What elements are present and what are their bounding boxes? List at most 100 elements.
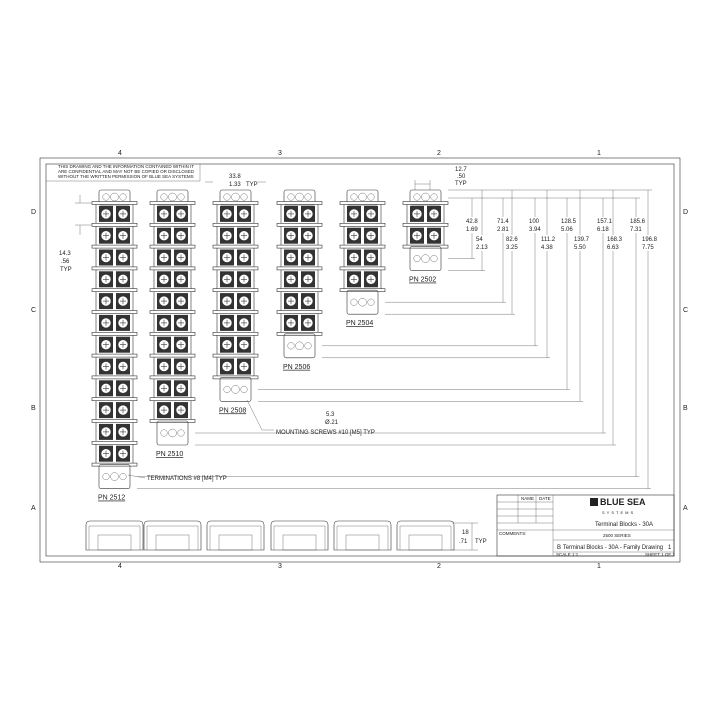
barrier bbox=[339, 244, 386, 249]
mounting-hole-icon bbox=[358, 298, 367, 307]
screw-hole-in: Ø.21 bbox=[325, 420, 339, 426]
zone-row-label: B bbox=[31, 405, 36, 412]
barrier bbox=[91, 244, 138, 249]
screw-icon bbox=[160, 193, 168, 201]
zone-row-label: A bbox=[683, 505, 688, 512]
barrier bbox=[212, 266, 259, 271]
side-views bbox=[85, 520, 455, 551]
screw-icon bbox=[430, 193, 438, 201]
terminal-block: PN 2502 bbox=[402, 189, 449, 284]
barrier bbox=[91, 266, 138, 271]
barrier bbox=[149, 288, 196, 293]
barrier bbox=[339, 201, 386, 205]
barrier bbox=[149, 201, 196, 205]
mounting-hole-icon bbox=[358, 192, 367, 202]
screw-icon bbox=[304, 193, 312, 201]
screw-hole-mm: 5.3 bbox=[326, 412, 335, 418]
screw-icon bbox=[350, 193, 358, 201]
block-width-in: 1.33 bbox=[229, 182, 241, 188]
tab-width-in: .50 bbox=[457, 174, 466, 180]
part-number-label: PN 2510 bbox=[156, 451, 183, 458]
inner-border bbox=[45, 163, 675, 557]
length-mm: 100 bbox=[529, 219, 540, 225]
length-mm: 82.6 bbox=[506, 237, 518, 243]
length-mm: 111.2 bbox=[541, 237, 556, 243]
zone-column-label: 4 bbox=[118, 150, 122, 157]
screw-icon bbox=[160, 429, 168, 437]
dimension-block-width: 33.8 1.33 TYP bbox=[205, 174, 266, 188]
length-in: 1.69 bbox=[466, 227, 478, 233]
screw-icon bbox=[102, 193, 110, 201]
zone-row-label: C bbox=[31, 307, 36, 314]
barrier bbox=[91, 288, 138, 293]
terminal-block: PN 2512 bbox=[91, 189, 138, 502]
size: B bbox=[557, 545, 561, 551]
side-view bbox=[85, 520, 144, 551]
barrier bbox=[339, 266, 386, 271]
company-name: BLUE SEA bbox=[600, 497, 646, 507]
screw-icon bbox=[430, 255, 438, 263]
barrier bbox=[276, 201, 323, 205]
side-view bbox=[143, 520, 202, 551]
screw-icon bbox=[367, 298, 375, 306]
mounting-hole-icon bbox=[110, 472, 119, 481]
screw-icon bbox=[413, 193, 421, 201]
side-view bbox=[206, 520, 265, 551]
barrier bbox=[276, 266, 323, 271]
zone-column-label: 1 bbox=[597, 563, 601, 570]
length-mm: 128.5 bbox=[561, 219, 577, 225]
length-in: 3.25 bbox=[506, 245, 518, 251]
length-in: 3.94 bbox=[529, 227, 541, 233]
barrier bbox=[402, 201, 449, 205]
barrier bbox=[402, 223, 449, 227]
blue-sea-logo-icon bbox=[590, 498, 598, 506]
comments-label: COMMENTS: bbox=[499, 531, 527, 536]
length-mm: 139.7 bbox=[574, 237, 590, 243]
tab-width-note: TYP bbox=[455, 181, 467, 187]
screw-icon bbox=[304, 342, 312, 350]
barrier bbox=[91, 223, 138, 227]
height-in: .71 bbox=[459, 539, 468, 545]
terminal-block: PN 2508 bbox=[212, 189, 259, 414]
barrier bbox=[212, 353, 259, 358]
barrier bbox=[149, 244, 196, 249]
series: 2500 SERIES bbox=[603, 533, 631, 538]
barrier bbox=[91, 419, 138, 423]
length-in: 5.50 bbox=[574, 245, 586, 251]
barrier bbox=[339, 223, 386, 227]
rev: 1 bbox=[668, 545, 672, 551]
length-in: 7.31 bbox=[630, 227, 642, 233]
zone-row-label: B bbox=[683, 405, 688, 412]
barrier bbox=[149, 331, 196, 336]
terminations-callout: TERMINATIONS #8 [M4] TYP bbox=[127, 474, 227, 482]
barrier bbox=[91, 375, 138, 380]
title-block: NAME DATE COMMENTS: BLUE SEA SYSTEMS Ter… bbox=[496, 494, 675, 557]
length-mm: 54 bbox=[476, 237, 483, 243]
part-number-label: PN 2506 bbox=[283, 364, 310, 371]
barrier bbox=[149, 353, 196, 358]
length-in: 2.81 bbox=[497, 227, 509, 233]
part-number-label: PN 2508 bbox=[219, 407, 246, 414]
confidentiality-note: THIS DRAWING AND THE INFORMATION CONTAIN… bbox=[46, 164, 201, 182]
outer-border bbox=[39, 157, 681, 563]
pitch-in: .56 bbox=[61, 259, 70, 265]
screw-icon bbox=[240, 385, 248, 393]
pitch-note: TYP bbox=[60, 267, 72, 273]
length-in: 5.06 bbox=[561, 227, 573, 233]
dimension-tab-width: 12.7 .50 TYP bbox=[414, 167, 467, 190]
screw-icon bbox=[223, 193, 231, 201]
barrier bbox=[91, 201, 138, 205]
date-header: DATE bbox=[539, 496, 551, 501]
scale: SCALE 1:1 bbox=[556, 552, 579, 557]
zone-column-label: 3 bbox=[278, 563, 282, 570]
mounting-hole-icon bbox=[110, 192, 119, 202]
mounting-hole-icon bbox=[231, 385, 240, 394]
length-mm: 71.4 bbox=[497, 219, 509, 225]
mounting-hole-icon bbox=[168, 428, 177, 438]
drawing-title: Terminal Blocks - 30A - Family Drawing bbox=[563, 545, 663, 551]
zone-column-label: 4 bbox=[118, 563, 122, 570]
barrier bbox=[212, 201, 259, 205]
barrier bbox=[149, 375, 196, 380]
zone-column-label: 1 bbox=[597, 150, 601, 157]
